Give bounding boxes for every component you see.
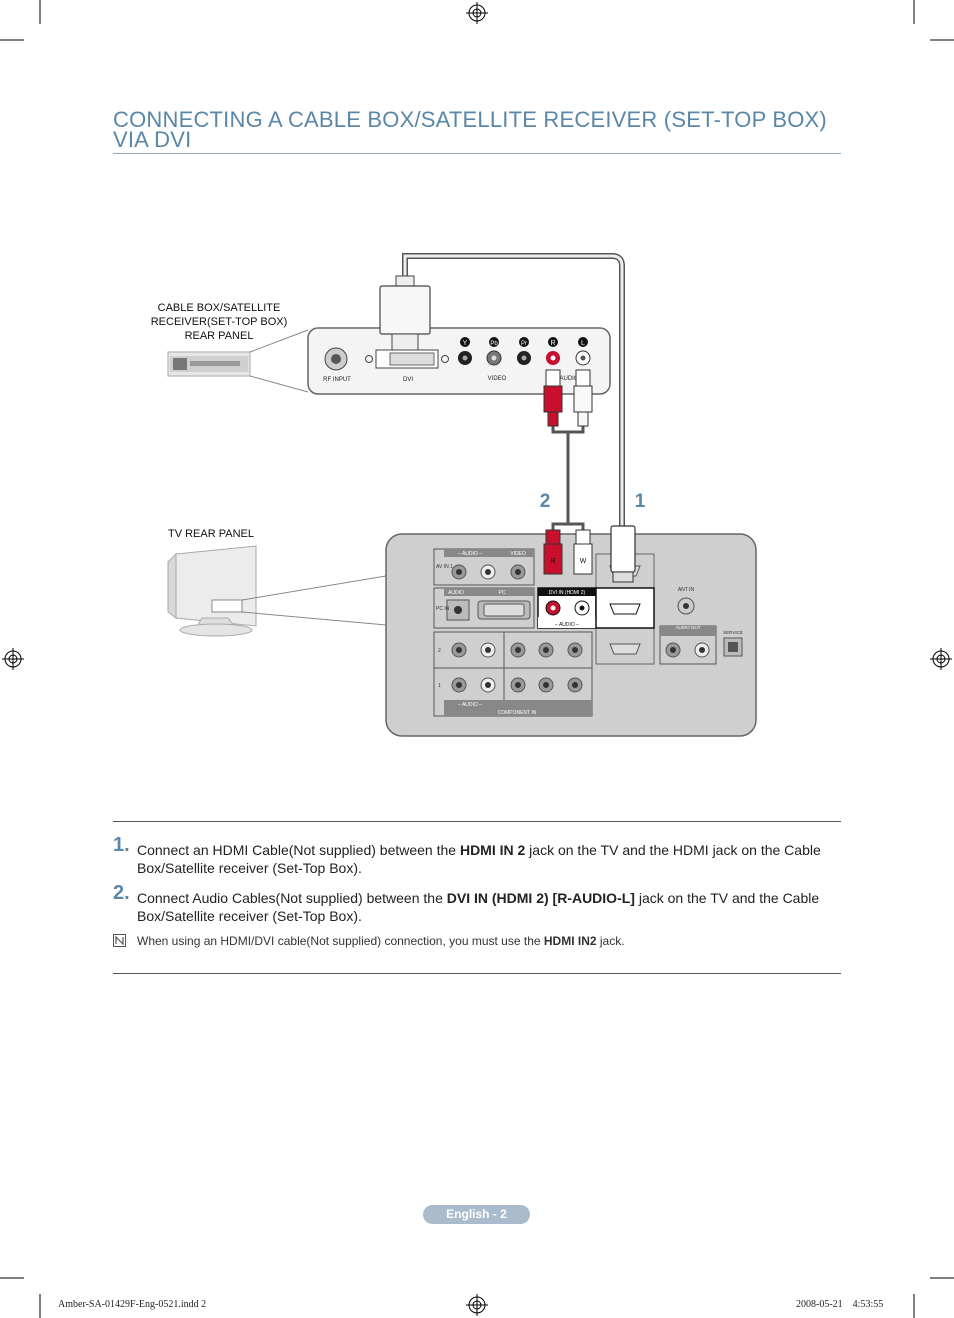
step-2-number: 2. [113,882,130,904]
badge-pb: Pb [490,341,498,347]
av-audio-label: – AUDIO – [458,551,482,557]
audio-out-label: AUDIO OUT [675,625,700,630]
av-video-label: VIDEO [510,551,526,557]
step-1-number: 1. [113,834,130,856]
tv-thumbnail [167,545,257,637]
print-file-info: Amber-SA-01429F-Eng-0521.indd 2 [58,1299,207,1310]
badge-pr: Pr [521,341,527,347]
component-in-label: COMPONENT IN [498,710,537,716]
av-in-label: AV IN 1 [436,564,453,570]
pc-in-block [433,587,535,629]
cable-box-label: CABLE BOX/SATELLITE RECEIVER(SET-TOP BOX… [150,302,288,342]
component-row-2-label: 2 [438,648,441,654]
step-1: 1. Connect an HDMI Cable(Not supplied) b… [113,835,833,877]
step-2-post: jack on the TV and the Cable Box/Satelli… [137,890,820,924]
dvi-in-audio-block [537,587,597,629]
service-label: SERVICE [723,630,743,635]
page-number-badge: English - 2 [423,1205,530,1224]
print-date-info: 2008-05-21 4:53:55 [796,1299,884,1310]
step-2-pre: Connect Audio Cables(Not supplied) betwe… [137,890,447,906]
step-1-text: Connect an HDMI Cable(Not supplied) betw… [137,841,833,877]
hdmi-ports [595,553,655,665]
tv-plugs [543,525,636,583]
badge-l: L [581,340,585,347]
step-1-pre: Connect an HDMI Cable(Not supplied) betw… [137,842,460,858]
box-audio-jacks [546,350,591,366]
pc-audio-label: AUDIO [448,590,464,596]
video-label: VIDEO [488,376,507,382]
step-1-post: jack on the TV and the HDMI jack on the … [137,842,821,876]
component-audio-label: – AUDIO – [458,702,482,708]
note-pre: When using an HDMI/DVI cable(Not supplie… [137,934,544,948]
rf-input-label: RF INPUT [323,377,351,383]
component-row-1-label: 1 [438,683,441,689]
audio-label: AUDIO [559,376,578,382]
instructions-top-rule [113,821,841,822]
page-title: CONNECTING A CABLE BOX/SATELLITE RECEIVE… [113,107,827,152]
instructions-bottom-rule [113,973,841,974]
badge-r: R [550,340,555,347]
dvi-in-hdmi2-label: DVI IN (HDMI 2) [549,590,586,596]
ant-in-label: ANT IN [678,587,695,593]
note-post: jack. [596,934,625,948]
callout-2: 2 [540,491,551,512]
note-text: When using an HDMI/DVI cable(Not supplie… [137,934,833,948]
box-jack-badges [460,337,588,347]
pc-in-label: PC IN [436,606,450,612]
ant-in-jack [677,597,695,615]
badge-y: Y [463,340,468,347]
step-1-bold: HDMI IN 2 [459,842,526,858]
dvi-port [365,349,449,369]
audio-cables [543,369,593,530]
callout-1: 1 [635,491,646,512]
plug-w-label: W [580,558,587,565]
step-2-bold: DVI IN (HDMI 2) [R-AUDIO-L] [446,890,635,906]
tv-rear-panel-label: TV REAR PANEL [168,528,254,540]
rf-input-jack [324,347,348,371]
box-video-jacks [458,350,531,366]
note: When using an HDMI/DVI cable(Not supplie… [113,934,833,948]
note-icon [113,934,126,947]
connection-diagram: Y Pb Pr R L RF INPUT DVI VIDEO AUDIO 2 1 [167,253,757,737]
plug-r-label: R [550,558,555,565]
component-in-block [433,631,593,717]
dvi-label: DVI [403,377,413,383]
av-in-block [433,548,535,586]
step-2-text: Connect Audio Cables(Not supplied) betwe… [137,889,833,925]
note-bold: HDMI IN2 [543,934,597,948]
cable-box-thumbnail [167,351,251,377]
step-2: 2. Connect Audio Cables(Not supplied) be… [113,883,833,925]
title-divider [113,153,841,154]
hdmi-dvi-cable [379,253,625,530]
pc-label: PC [499,590,506,596]
audio-out-block [659,625,717,665]
service-jack [723,637,743,657]
dvi-audio-label: – AUDIO – [555,622,579,628]
